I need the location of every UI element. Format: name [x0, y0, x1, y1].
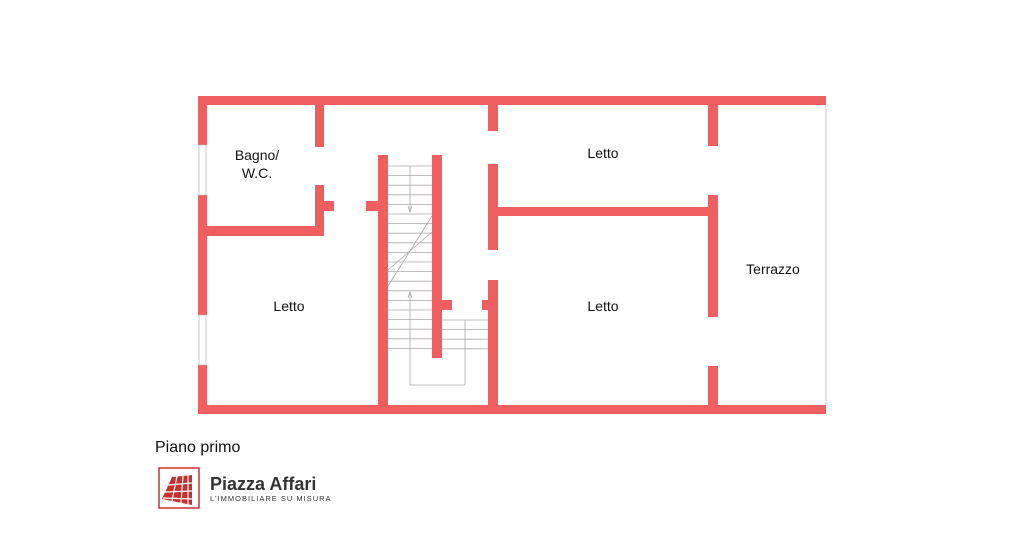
mid-wall	[488, 105, 498, 131]
logo: Piazza Affari L'IMMOBILIARE SU MISURA	[158, 467, 332, 509]
logo-name: Piazza Affari	[210, 473, 317, 494]
stair-break-line	[387, 231, 433, 271]
wall-left	[198, 365, 207, 414]
terrace-wall	[708, 366, 718, 405]
logo-mark-icon	[158, 467, 200, 509]
wall-top	[198, 96, 826, 105]
terrace-wall	[708, 195, 718, 317]
windows	[198, 105, 827, 405]
walls	[198, 96, 826, 414]
mid-wall	[488, 280, 498, 405]
room-label-terrace: Terrazzo	[746, 261, 800, 277]
bath-stub	[324, 201, 334, 211]
wall-bottom	[198, 405, 826, 414]
bedroom-divider	[498, 207, 712, 216]
stair-right-wall	[432, 155, 442, 358]
stairs	[387, 165, 488, 386]
mid-wall	[488, 164, 498, 250]
terrace-wall	[708, 105, 718, 146]
bath-wall	[315, 185, 324, 236]
stair-stub	[442, 300, 452, 310]
wall-left	[198, 195, 207, 315]
bath-bottom-wall	[207, 226, 324, 236]
stair-left-wall	[378, 155, 388, 405]
arrow-up-icon	[407, 290, 413, 299]
room-label-bedroom-bottom-right: Letto	[587, 298, 619, 314]
mid-stub	[482, 300, 488, 310]
wall-left	[198, 96, 207, 145]
floor-caption: Piano primo	[155, 439, 241, 456]
bath-wall	[315, 105, 324, 147]
bathroom-line2: W.C.	[241, 165, 273, 181]
room-label-bedroom-left: Letto	[273, 298, 305, 314]
logo-tagline: L'IMMOBILIARE SU MISURA	[210, 493, 332, 503]
room-label-bathroom: Bagno/ W.C.	[222, 146, 292, 182]
arrow-down-icon	[407, 205, 413, 214]
room-label-bedroom-top-right: Letto	[587, 145, 619, 161]
stair-stub	[366, 201, 378, 211]
bathroom-line1: Bagno/	[234, 147, 280, 163]
